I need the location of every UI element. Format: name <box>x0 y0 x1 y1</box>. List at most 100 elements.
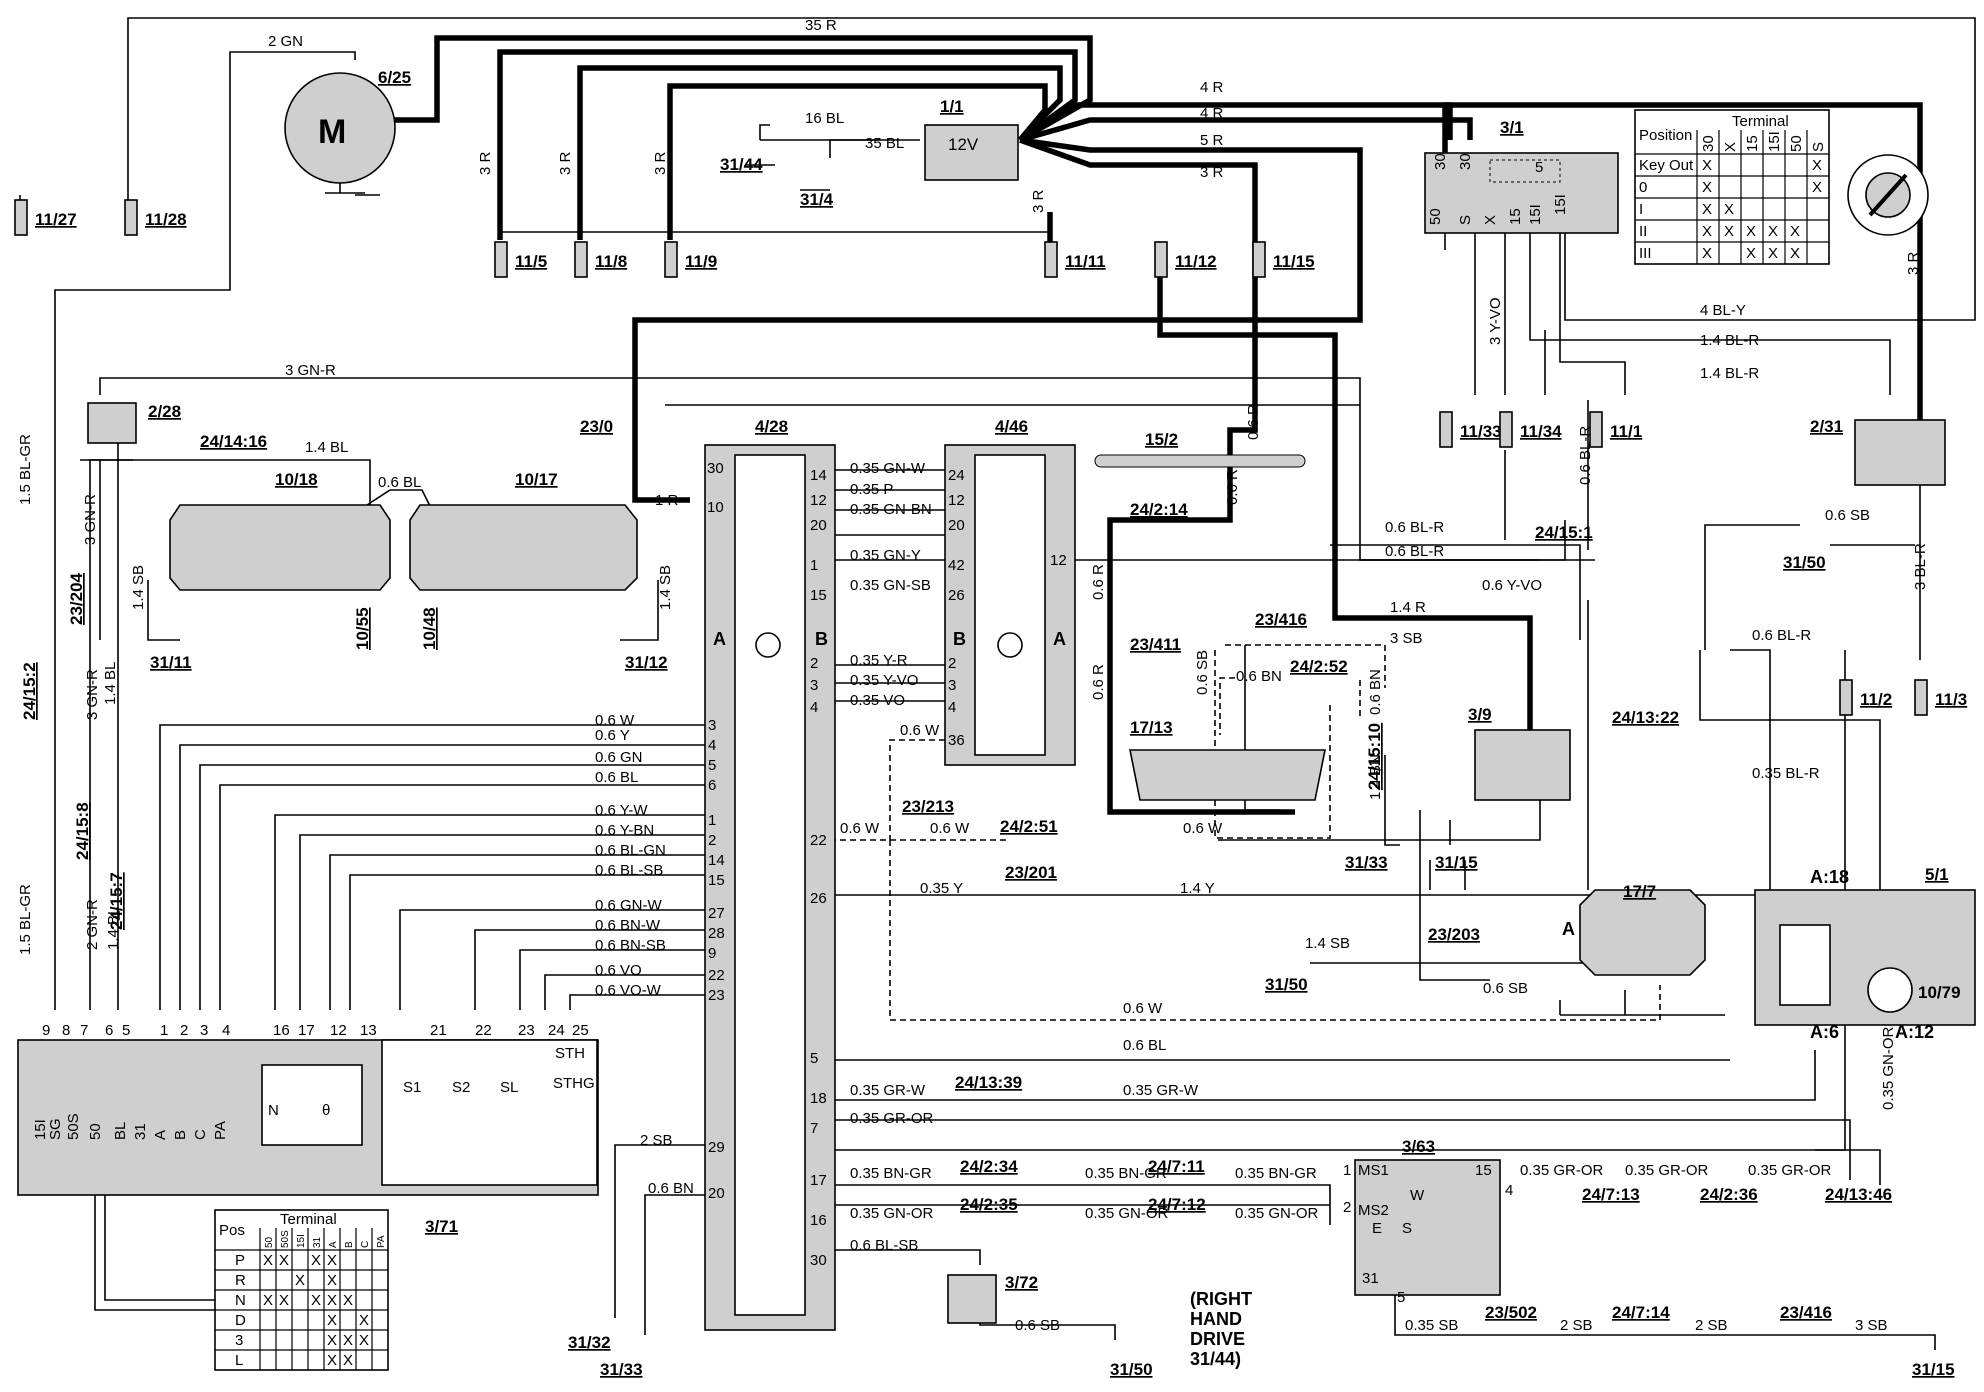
fuse <box>1154 241 1168 278</box>
ref-label: 24/2:35 <box>960 1195 1018 1214</box>
fuse <box>1914 679 1928 716</box>
wire-label: 0.6 BL <box>1123 1037 1166 1054</box>
fuse <box>1499 411 1513 448</box>
ign-mark: X <box>1812 157 1822 174</box>
fuse <box>124 199 138 236</box>
ecm-pin: 9 <box>708 945 716 962</box>
wire-label: 3 R <box>557 151 574 175</box>
tcm-label-a: A <box>1053 629 1066 649</box>
relay-2-28: 2/28 <box>87 402 181 444</box>
lamp-cluster-10-17: 10/17 <box>409 470 638 591</box>
ecm-pin: 1 <box>810 557 818 574</box>
wire-label: 3 R <box>1030 189 1047 213</box>
wire-label: 0.6 BL-GN <box>595 842 666 859</box>
module-5-1: 5/1 10/79 <box>1754 865 1976 1026</box>
rhd-note: HAND <box>1190 1309 1242 1329</box>
ref-label: 24/15:1 <box>1535 523 1593 542</box>
ref-label: 24/7:12 <box>1148 1195 1206 1214</box>
wire-label: 1.5 BL-GR <box>17 434 34 505</box>
wire-label: 0.6 R <box>1090 664 1107 700</box>
ign-mark: X <box>1790 245 1800 262</box>
ref-4-46: 4/46 <box>995 417 1028 436</box>
ecm-pin: 3 <box>708 717 716 734</box>
wire-label: 0.35 GR-OR <box>1520 1162 1604 1179</box>
ref-label: 31/11 <box>150 653 192 672</box>
wire-label: 0.6 SB <box>1483 980 1528 997</box>
wire-label: 1 R <box>655 492 679 509</box>
wire-label: 0.6 Y-W <box>595 802 648 819</box>
fuse <box>1589 411 1603 448</box>
motor-letter: M <box>318 113 346 151</box>
ign-pin: X <box>1482 215 1499 225</box>
ref-3-63: 3/63 <box>1402 1137 1435 1156</box>
ground-symbols <box>355 164 830 196</box>
ref-label: 31/44 <box>720 155 763 174</box>
wire-label: 0.6 R <box>1224 469 1241 505</box>
wire-label: 0.35 GR-OR <box>1625 1162 1709 1179</box>
ign-mark: X <box>1702 157 1712 174</box>
wire-label: 0.6 Y-BN <box>595 822 654 839</box>
wire-label: 0.35 GR-W <box>850 1082 926 1099</box>
ref-label: 23/416 <box>1780 1303 1832 1322</box>
ms-pin: 1 <box>1343 1162 1351 1179</box>
ign-col: 15 <box>1744 135 1761 152</box>
ref-label: 24/2:36 <box>1700 1185 1758 1204</box>
ecm-label-b: B <box>815 629 828 649</box>
wire-label: 1.4 BN <box>1367 754 1384 800</box>
ref-5-1: 5/1 <box>1925 865 1949 884</box>
ign-pin: 50 <box>1427 208 1444 225</box>
gear-mark: X <box>343 1332 353 1349</box>
fuse-ref: 11/2 <box>1860 690 1892 709</box>
wire-label: 0.6 SB <box>1825 507 1870 524</box>
gear-block: STH <box>555 1045 585 1062</box>
ref-label: 23/213 <box>902 797 954 816</box>
ign-pin: 15I <box>1527 204 1544 225</box>
ecm-pin: 16 <box>810 1212 827 1229</box>
ecm-pin: 4 <box>810 699 818 716</box>
ref-1-1: 1/1 <box>940 97 964 116</box>
ecm-pin: 17 <box>810 1172 827 1189</box>
ms-label: 31 <box>1362 1270 1379 1287</box>
wire-label: 1.4 SB <box>657 565 674 610</box>
wire-label: 0.6 BL <box>378 474 421 491</box>
ecm-pin: 4 <box>708 737 716 754</box>
ref-label: 31/15 <box>1912 1360 1955 1379</box>
ecm-4-28: 4/28 A B <box>704 417 836 1331</box>
gear-col: A <box>328 1241 339 1248</box>
wire-label: 0.6 BN <box>648 1180 694 1197</box>
gear-row-pos: D <box>235 1312 246 1329</box>
wire-label: 5 R <box>1200 132 1224 149</box>
wire-label: 0.35 GR-OR <box>850 1110 934 1127</box>
gear-label: A <box>152 1130 169 1140</box>
ign-mark: X <box>1768 245 1778 262</box>
ref-3-1: 3/1 <box>1500 118 1524 137</box>
wire-label: 0.35 GN-OR <box>1880 1026 1897 1110</box>
ms-label: W <box>1410 1187 1425 1204</box>
gear-row-pos: P <box>235 1252 245 1269</box>
gear-pin: 4 <box>222 1022 230 1039</box>
wire-label: 0.6 SB <box>1194 650 1211 695</box>
ref-label: 31/50 <box>1110 1360 1153 1379</box>
ign-mark: X <box>1702 179 1712 196</box>
gear-label: SG <box>47 1118 64 1140</box>
ign-pin: 30 <box>1432 153 1449 170</box>
wire-label: 1.4 BL <box>102 662 119 705</box>
gear-col: 15I <box>296 1234 307 1248</box>
ms-pin: 5 <box>1397 1289 1405 1306</box>
tcm-pin: 12 <box>1050 552 1067 569</box>
ign-mark: X <box>1790 223 1800 240</box>
gear-pin: 13 <box>360 1022 377 1039</box>
ref-label: 23/203 <box>1428 925 1480 944</box>
wire-label: 1.4 Y <box>1180 880 1215 897</box>
gear-block: S2 <box>452 1079 470 1096</box>
ref-10-17: 10/17 <box>515 470 558 489</box>
gear-row-pos: 3 <box>235 1332 243 1349</box>
ref-6-25: 6/25 <box>378 68 411 87</box>
ecm-pin: 26 <box>810 890 827 907</box>
ign-mark: X <box>1746 245 1756 262</box>
ref-17-7: 17/7 <box>1623 882 1656 901</box>
ecm-pin: 5 <box>708 757 716 774</box>
gear-mark: X <box>359 1332 369 1349</box>
wire-label: 0.6 GN <box>595 749 643 766</box>
